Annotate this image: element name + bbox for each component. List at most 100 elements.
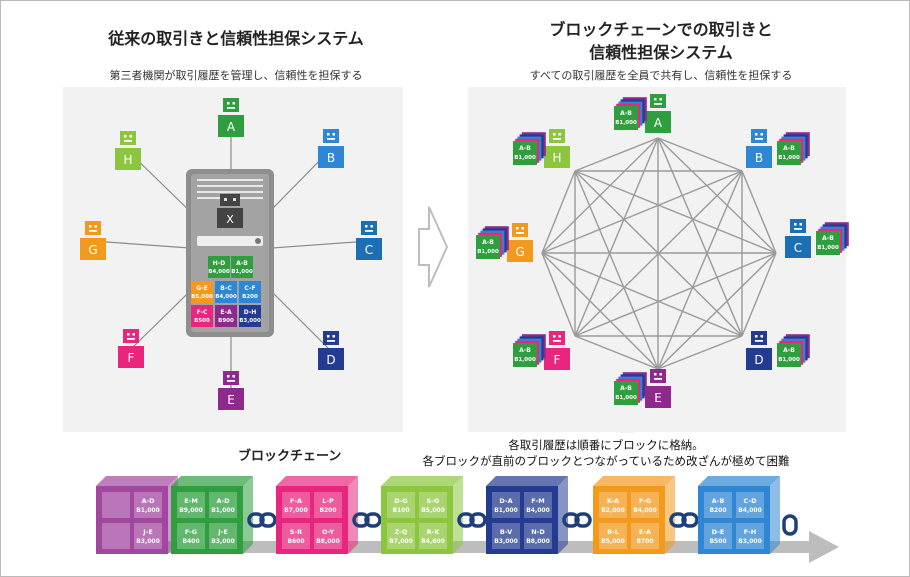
doc-line — [197, 191, 263, 193]
robot-eye — [654, 373, 657, 376]
robot-body — [645, 111, 671, 133]
robot-eye — [654, 98, 657, 101]
block-amount: B2,000 — [601, 507, 625, 514]
robot-mouth — [654, 103, 662, 105]
block-pair: B-V — [500, 528, 512, 536]
robot-eye — [332, 133, 335, 136]
robot-mouth — [794, 228, 802, 230]
block-amount: B7,000 — [389, 538, 413, 545]
block-stack-icon: A-BB1,000 — [476, 226, 509, 259]
block-amount: B500 — [709, 538, 726, 545]
server-ledger: XH-DB4,000A-BB1,000G-EB5,000B-CB4,000C-F… — [186, 169, 274, 337]
robot-head-icon — [790, 219, 806, 233]
ledger-pair: A-B — [236, 260, 248, 267]
robot-head-icon — [223, 98, 239, 112]
node-label: D — [326, 353, 335, 367]
block-pair: J-E — [217, 528, 228, 536]
node-label: D — [754, 353, 763, 367]
block-cell — [102, 492, 130, 518]
block-amount: B5,000 — [421, 507, 445, 514]
stack-label: A-B — [620, 110, 632, 117]
robot-body — [115, 148, 141, 170]
ledger-block: D-HB3,000 — [239, 305, 261, 327]
block-pair: F-G — [185, 528, 197, 536]
robot-mouth — [89, 230, 97, 232]
chain-note-line2: 各ブロックが直前のブロックとつながっているため改ざんが極めて困難 — [422, 454, 790, 468]
robot-body — [746, 348, 772, 370]
ledger-cell — [191, 305, 213, 327]
ledger-pair: H-D — [213, 260, 226, 267]
block-front-face — [593, 486, 665, 554]
right-node-f: F — [544, 331, 570, 370]
robot-mouth — [553, 138, 561, 140]
block-amount: B4,000 — [738, 507, 762, 514]
robot-head-icon — [751, 331, 767, 345]
stack-amount: B1,000 — [514, 155, 536, 161]
stack-amount: B1,000 — [477, 249, 499, 255]
robot-mouth — [516, 232, 524, 234]
block-side-face — [243, 476, 253, 554]
robot-eye — [127, 333, 130, 336]
ledger-pair: F-C — [197, 309, 208, 316]
stack-amount: B1,000 — [778, 357, 800, 363]
stack-label: A-B — [519, 347, 531, 354]
block-pair: F-A — [290, 497, 302, 505]
block-top-face — [171, 476, 253, 486]
left-node-a: A — [218, 98, 244, 137]
ledger-pair: E-A — [220, 309, 232, 316]
block-amount: B200 — [709, 507, 726, 514]
robot-eye — [521, 227, 524, 230]
left-node-b: B — [318, 129, 344, 168]
robot-mouth — [755, 138, 763, 140]
stack-amount: B1,000 — [817, 245, 839, 251]
robot-eye — [553, 335, 556, 338]
left-node-c: C — [356, 221, 382, 260]
chain-link-icon — [259, 512, 277, 528]
block-pair: A-B — [712, 497, 725, 505]
node-label: G — [515, 245, 524, 259]
block-amount: B700 — [636, 538, 653, 545]
robot-body — [507, 240, 533, 262]
block-cell — [492, 523, 520, 549]
ledger-pair: C-F — [244, 285, 255, 292]
robot-body — [318, 146, 344, 168]
block-amount: B4,600 — [421, 538, 445, 545]
block-pair: L-P — [322, 497, 334, 505]
block-amount: B1,000 — [136, 507, 160, 514]
robot-body — [118, 346, 144, 368]
robot-eye — [370, 225, 373, 228]
ledger-pair: G-E — [196, 285, 208, 292]
robot-eye — [558, 335, 561, 338]
robot-head-icon — [650, 369, 666, 383]
node-label: B — [327, 151, 335, 165]
transition-arrow-icon — [418, 206, 449, 288]
block-cell — [736, 523, 764, 549]
chain-link-icon — [681, 512, 699, 528]
robot-eye — [365, 225, 368, 228]
node-label: A — [654, 116, 663, 130]
node-label: A — [227, 120, 236, 134]
server-robot-head-icon — [220, 194, 240, 206]
robot-eye — [232, 102, 235, 105]
robot-head-icon — [323, 331, 339, 345]
block-stack-icon: A-BB1,000 — [513, 334, 546, 367]
block-amount: B4,000 — [526, 507, 550, 514]
block-front-face — [171, 486, 243, 554]
mesh-line — [541, 252, 576, 337]
ledger-block: B-CB4,000 — [215, 281, 237, 303]
stack-label: A-B — [519, 145, 531, 152]
block-cell — [419, 492, 447, 518]
block-cell — [314, 523, 342, 549]
block-cell — [387, 492, 415, 518]
robot-body — [318, 348, 344, 370]
block-cell — [209, 492, 237, 518]
chain-note-line1: 各取引履歴は順番にブロックに格納。 — [508, 438, 704, 452]
block-amount: B200 — [319, 507, 336, 514]
block-cell — [599, 492, 627, 518]
ledger-block: H-DB4,000 — [208, 256, 230, 278]
block-cell — [631, 523, 659, 549]
robot-eye — [89, 225, 92, 228]
blockchain-strip: A-DB1,000J-EB3,000E-MB9,000A-DB1,000F-GB… — [96, 476, 839, 563]
